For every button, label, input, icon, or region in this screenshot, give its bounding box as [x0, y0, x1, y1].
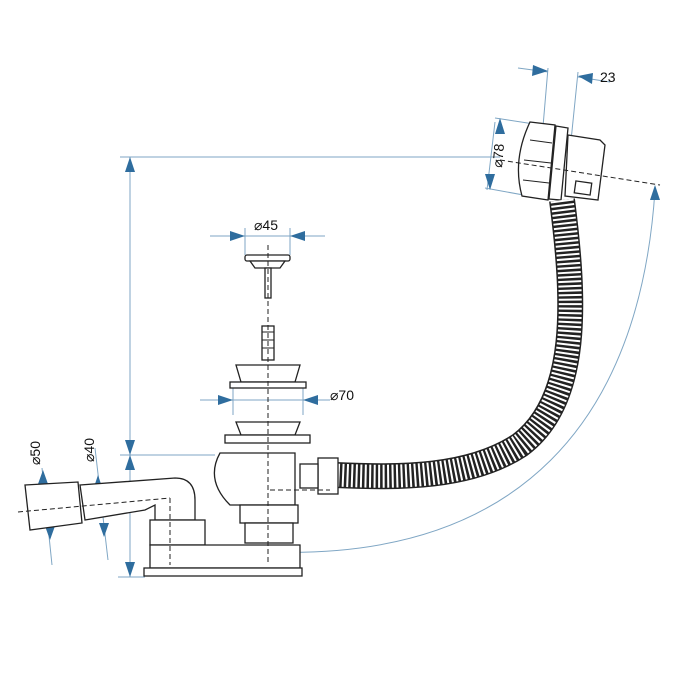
- dim-label-overflow-depth: 23: [600, 69, 616, 85]
- dim-label-overflow-diameter: ⌀78: [489, 143, 507, 169]
- dim-label-outlet-inner-diameter: ⌀40: [81, 438, 97, 462]
- connector-nut: [299, 463, 319, 489]
- trap-base: [149, 544, 301, 569]
- hose-connector: [317, 457, 339, 495]
- dim-label-outlet-outer-diameter: ⌀50: [27, 441, 43, 465]
- trap-base-plate: [143, 567, 303, 577]
- dim-label-drain-diameter: ⌀70: [330, 387, 354, 403]
- drain-body: [213, 452, 299, 544]
- outlet-pipe: [24, 477, 206, 546]
- flexible-hose: [334, 198, 584, 490]
- center-axes: [17, 159, 661, 565]
- dim-label-stopper-diameter: ⌀45: [254, 217, 278, 233]
- overflow-head: [517, 121, 606, 201]
